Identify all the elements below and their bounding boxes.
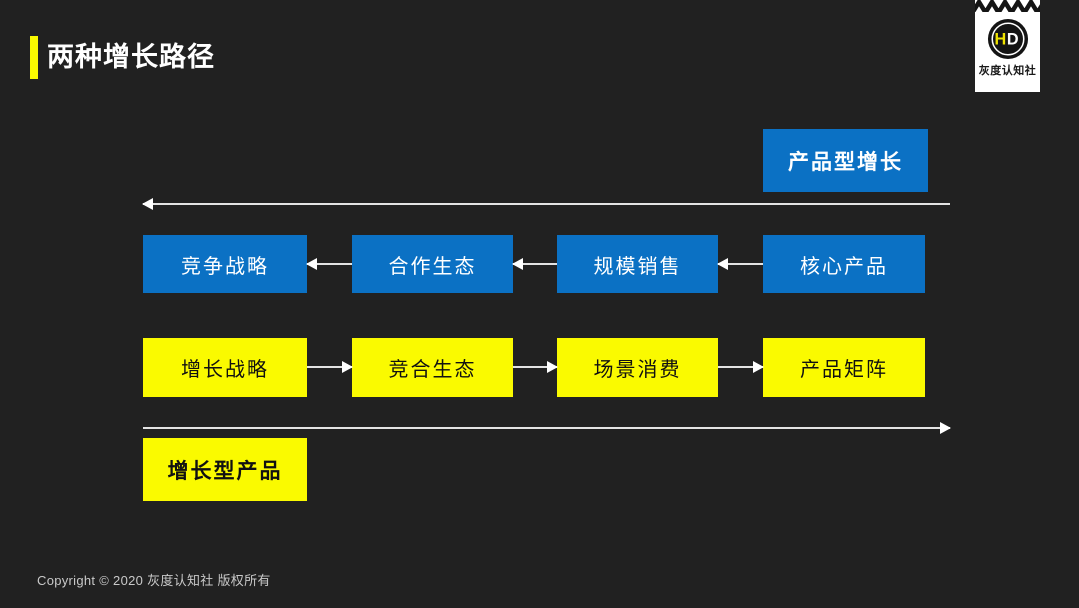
- brand-name: 灰度认知社: [978, 65, 1037, 77]
- product-growth-direction-arrow: [142, 198, 950, 210]
- arrow-right-icon: [718, 361, 764, 373]
- svg-text:D: D: [1006, 31, 1018, 49]
- box-coopetition-ecosystem: 竞合生态: [352, 338, 513, 397]
- product-led-growth-label: 产品型增长: [763, 129, 928, 192]
- arrow-left-icon: [306, 258, 352, 270]
- arrow-right-icon: [307, 361, 353, 373]
- box-product-matrix: 产品矩阵: [763, 338, 925, 397]
- arrow-left-icon: [512, 258, 557, 270]
- hd-monogram-icon: H D: [987, 18, 1028, 60]
- title-accent-bar: [30, 36, 38, 79]
- box-scale-sales: 规模销售: [557, 235, 718, 293]
- arrow-left-icon: [717, 258, 763, 270]
- brand-logo: H D 灰度认知社: [975, 0, 1040, 92]
- box-cooperation-ecosystem: 合作生态: [352, 235, 513, 293]
- growth-product-direction-arrow: [143, 422, 951, 434]
- box-scenario-consumption: 场景消费: [557, 338, 718, 397]
- arrow-right-icon: [513, 361, 558, 373]
- box-competition-strategy: 竞争战略: [143, 235, 307, 293]
- slide-title: 两种增长路径: [47, 42, 215, 72]
- copyright-text: Copyright © 2020 灰度认知社 版权所有: [37, 573, 271, 588]
- box-core-product: 核心产品: [763, 235, 925, 293]
- growth-led-product-label: 增长型产品: [143, 438, 307, 501]
- svg-text:H: H: [994, 31, 1006, 49]
- chevron-pattern-icon: [975, 0, 1040, 12]
- box-growth-strategy: 增长战略: [143, 338, 307, 397]
